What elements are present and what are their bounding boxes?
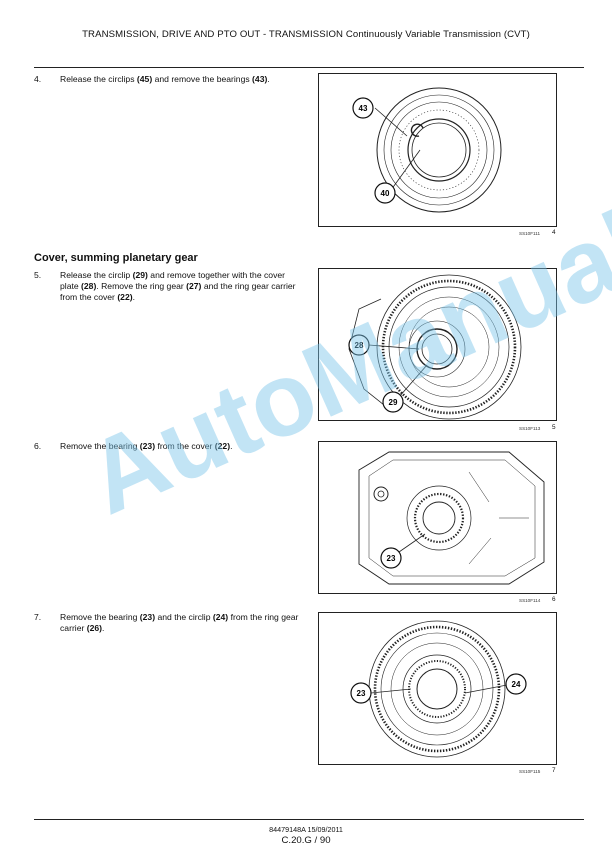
callout-28: 28 — [348, 334, 370, 356]
figure-7: 23 24 — [318, 612, 557, 765]
callout-23: 23 — [350, 682, 372, 704]
page-header: TRANSMISSION, DRIVE AND PTO OUT - TRANSM… — [0, 29, 612, 40]
step-number: 6. — [34, 441, 42, 451]
callout-43: 43 — [352, 97, 374, 119]
figure-code: SS10F114 — [519, 598, 541, 603]
figure-code: SS10F115 — [519, 769, 541, 774]
footer-doc-code: 84479148A 15/09/2011 — [269, 825, 343, 834]
figure-number: 7 — [552, 767, 556, 774]
callout-23: 23 — [380, 547, 402, 569]
step-text: Release the circlips (45) and remove the… — [60, 74, 270, 84]
cover-housing-drawing — [358, 451, 545, 585]
figure-number: 6 — [552, 596, 556, 603]
figure-6: 23 — [318, 441, 557, 594]
callout-24: 24 — [505, 673, 527, 695]
ring-gear-carrier-drawing — [368, 620, 508, 758]
figure-5: 28 29 — [318, 268, 557, 421]
figure-code: SS10F113 — [519, 426, 541, 431]
step-text: Release the circlip (29) and remove toge… — [60, 270, 296, 302]
svg-text:40: 40 — [381, 189, 390, 198]
svg-text:28: 28 — [355, 341, 364, 350]
callout-29: 29 — [382, 391, 404, 413]
header-sub: Continuously Variable Transmission (CVT) — [345, 29, 530, 40]
header-main: TRANSMISSION, DRIVE AND PTO OUT - TRANSM… — [82, 29, 344, 40]
svg-text:29: 29 — [389, 398, 398, 407]
callout-40: 40 — [374, 182, 396, 204]
svg-text:23: 23 — [357, 689, 366, 698]
figure-number: 5 — [552, 424, 556, 431]
step-text: Remove the bearing (23) and the circlip … — [60, 612, 299, 633]
footer-page-number: C.20.G / 90 — [281, 835, 331, 846]
step-number: 7. — [34, 612, 42, 622]
figure-number: 4 — [552, 229, 556, 236]
svg-text:43: 43 — [359, 104, 368, 113]
svg-text:23: 23 — [387, 554, 396, 563]
header-rule — [34, 67, 584, 68]
step-number: 5. — [34, 270, 42, 280]
bearing-drawing — [374, 87, 502, 213]
step-text: Remove the bearing (23) from the cover (… — [60, 441, 233, 451]
svg-text:24: 24 — [512, 680, 521, 689]
cover-drawing — [348, 274, 522, 420]
footer-rule — [34, 819, 584, 820]
section-title: Cover, summing planetary gear — [34, 252, 198, 264]
figure-code: SS10F111 — [519, 231, 541, 236]
figure-4: 43 40 — [318, 73, 557, 227]
step-number: 4. — [34, 74, 42, 84]
